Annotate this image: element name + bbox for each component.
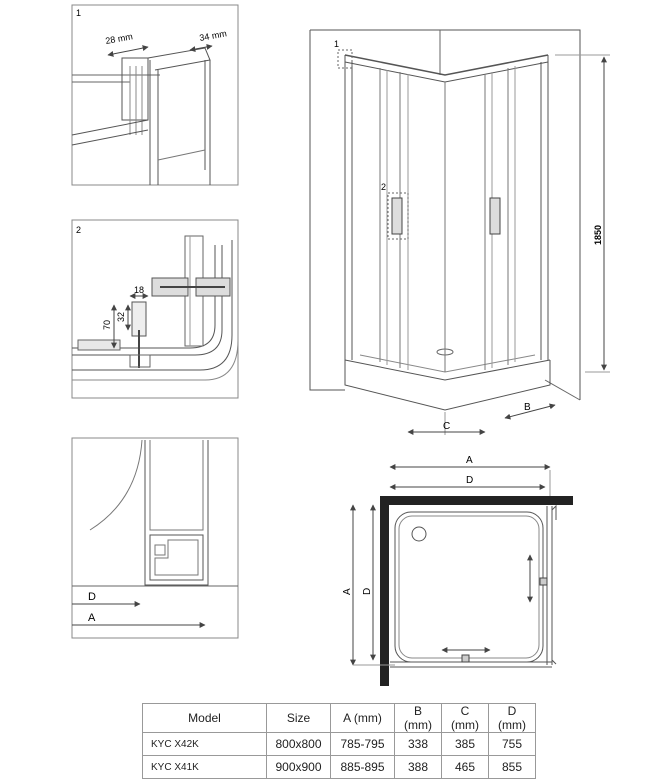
detail-3-corner: D A: [71, 437, 239, 639]
detail-2-roller: 2 18 32 70: [71, 219, 239, 399]
elevation-view: 1 2 1850 B C: [309, 29, 610, 435]
elevation-label-c: C: [443, 421, 450, 432]
header-size: Size: [266, 703, 331, 733]
detail-2-dim-32: 32: [116, 312, 126, 322]
detail-1-width-label: 28 mm: [105, 31, 134, 46]
cell-model: KYC X41K: [142, 755, 267, 779]
header-c: C (mm): [441, 703, 489, 733]
cell-a: 785-795: [330, 732, 395, 756]
plan-label-d-side: D: [362, 588, 373, 595]
plan-label-d-top: D: [466, 475, 473, 486]
header-model: Model: [142, 703, 267, 733]
header-a: A (mm): [330, 703, 395, 733]
plan-label-a-top: A: [466, 455, 473, 466]
cell-b: 338: [394, 732, 442, 756]
cell-b: 388: [394, 755, 442, 779]
elevation-height-label: 1850: [593, 225, 603, 245]
header-d: D (mm): [488, 703, 536, 733]
detail-2-dim-70: 70: [102, 320, 112, 330]
detail-1-number: 1: [76, 8, 81, 18]
elevation-label-b: B: [524, 402, 531, 413]
cell-a: 885-895: [330, 755, 395, 779]
detail-3-label-d: D: [88, 591, 96, 603]
cell-d: 755: [488, 732, 536, 756]
detail-1-profile: 1 28 mm 34 mm: [71, 4, 239, 186]
detail-2-dim-18: 18: [134, 285, 144, 295]
header-b: B (mm): [394, 703, 442, 733]
detail-2-number: 2: [76, 225, 81, 235]
cell-model: KYC X42K: [142, 732, 267, 756]
plan-label-a-side: A: [342, 588, 353, 595]
detail-1-depth-label: 34 mm: [199, 28, 228, 43]
table-header-row: Model Size A (mm) B (mm) C (mm) D (mm): [142, 703, 536, 733]
table-row: KYC X42K 800x800 785-795 338 385 755: [142, 732, 536, 756]
elevation-marker-2: 2: [381, 182, 386, 192]
elevation-marker-1: 1: [334, 39, 339, 49]
cell-c: 385: [441, 732, 489, 756]
detail-3-label-a: A: [88, 612, 96, 624]
cell-c: 465: [441, 755, 489, 779]
plan-view: A D A D: [342, 455, 573, 686]
cell-size: 900x900: [266, 755, 331, 779]
table-row: KYC X41K 900x900 885-895 388 465 855: [142, 755, 536, 779]
spec-table: Model Size A (mm) B (mm) C (mm) D (mm) K…: [142, 703, 536, 779]
cell-d: 855: [488, 755, 536, 779]
cell-size: 800x800: [266, 732, 331, 756]
